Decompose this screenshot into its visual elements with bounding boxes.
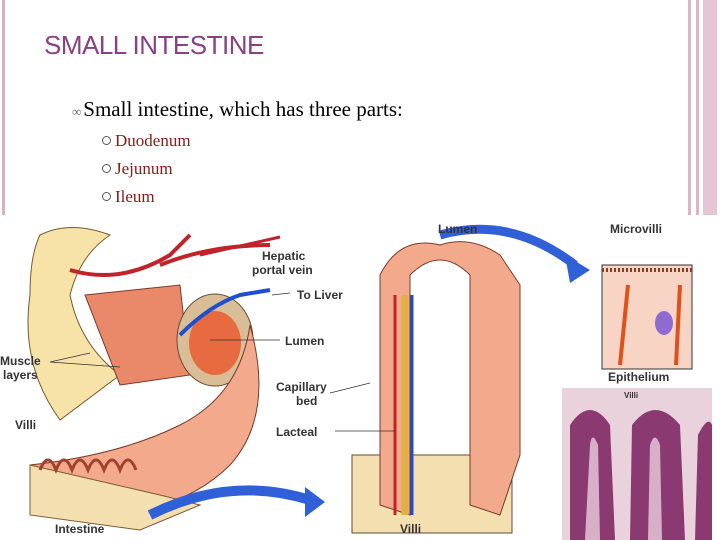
label-microvilli: Microvilli	[610, 222, 662, 236]
villus-illustration	[351, 224, 590, 534]
part-item: Ileum	[102, 187, 155, 207]
slide-left-border	[2, 0, 5, 215]
label-capillary-bed: bed	[296, 394, 317, 408]
bullet-icon: ∞	[72, 104, 82, 119]
circle-bullet-icon	[102, 136, 111, 145]
label-villi-center: Villi	[400, 522, 421, 536]
label-to-liver: To Liver	[297, 288, 343, 302]
label-epithelium: Epithelium	[608, 370, 669, 384]
label-capillary-bed: Capillary	[276, 380, 327, 394]
bullet-text: Small intestine, which has three parts:	[83, 97, 403, 121]
circle-bullet-icon	[102, 192, 111, 201]
label-lumen-top: Lumen	[438, 222, 477, 236]
small-intestine-diagram: Hepatic portal vein To Liver Muscle laye…	[0, 222, 712, 540]
label-muscle-layers: Muscle	[0, 354, 41, 368]
slide-right-border	[696, 0, 699, 215]
label-muscle-layers: layers	[3, 368, 38, 382]
label-hepatic-portal-vein: portal vein	[252, 263, 313, 277]
slide-title: SMALL INTESTINE	[44, 30, 264, 60]
slide-right-border	[688, 0, 691, 215]
label-villi: Villi	[15, 418, 36, 432]
label-lumen: Lumen	[285, 334, 324, 348]
label-villi-histology: Villi	[624, 391, 638, 400]
label-lacteal: Lacteal	[276, 425, 317, 439]
label-hepatic-portal-vein: Hepatic	[262, 249, 306, 263]
histology-image	[562, 388, 712, 540]
part-item: Jejunum	[102, 159, 173, 179]
epithelium-illustration	[601, 264, 693, 370]
label-intestine: Intestine	[55, 522, 105, 536]
circle-bullet-icon	[102, 164, 111, 173]
leader-lines	[49, 292, 395, 432]
part-item: Duodenum	[102, 131, 191, 151]
main-bullet: ∞Small intestine, which has three parts:	[72, 97, 403, 122]
slide-right-border	[703, 0, 717, 215]
